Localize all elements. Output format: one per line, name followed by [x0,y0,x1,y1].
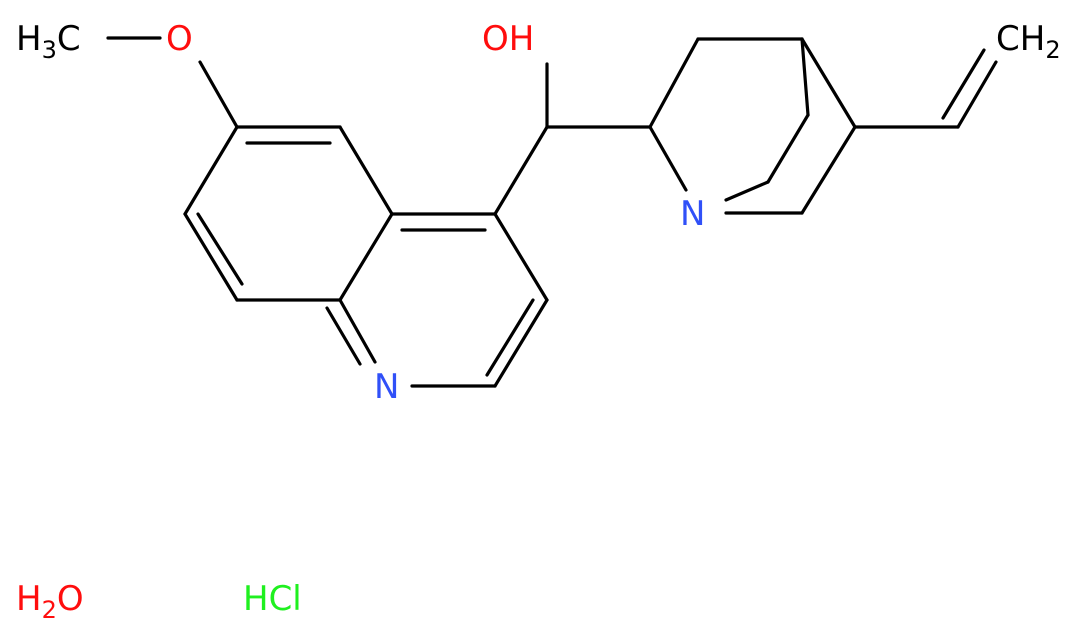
quinoline-benzene-ring [183,125,394,302]
methoxy-oxygen-label: O [166,19,193,59]
vinyl-bonds [853,48,998,129]
hydroxyl-label: OH [482,19,534,59]
water-label: H2O [16,579,84,624]
methoxy-bonds [106,36,239,129]
methyl-label: H3C [16,19,81,64]
hcl-label: HCl [243,579,302,619]
carbinol-bonds [493,62,652,216]
quinuclidine-cage [648,37,857,215]
quinoline-pyridine-ring [325,212,549,388]
bond-o-ring [198,60,239,129]
quinuclidine-nitrogen-label: N [680,194,705,234]
vinyl-ch2-label: CH2 [996,19,1061,64]
quinoline-nitrogen-label: N [374,367,399,407]
